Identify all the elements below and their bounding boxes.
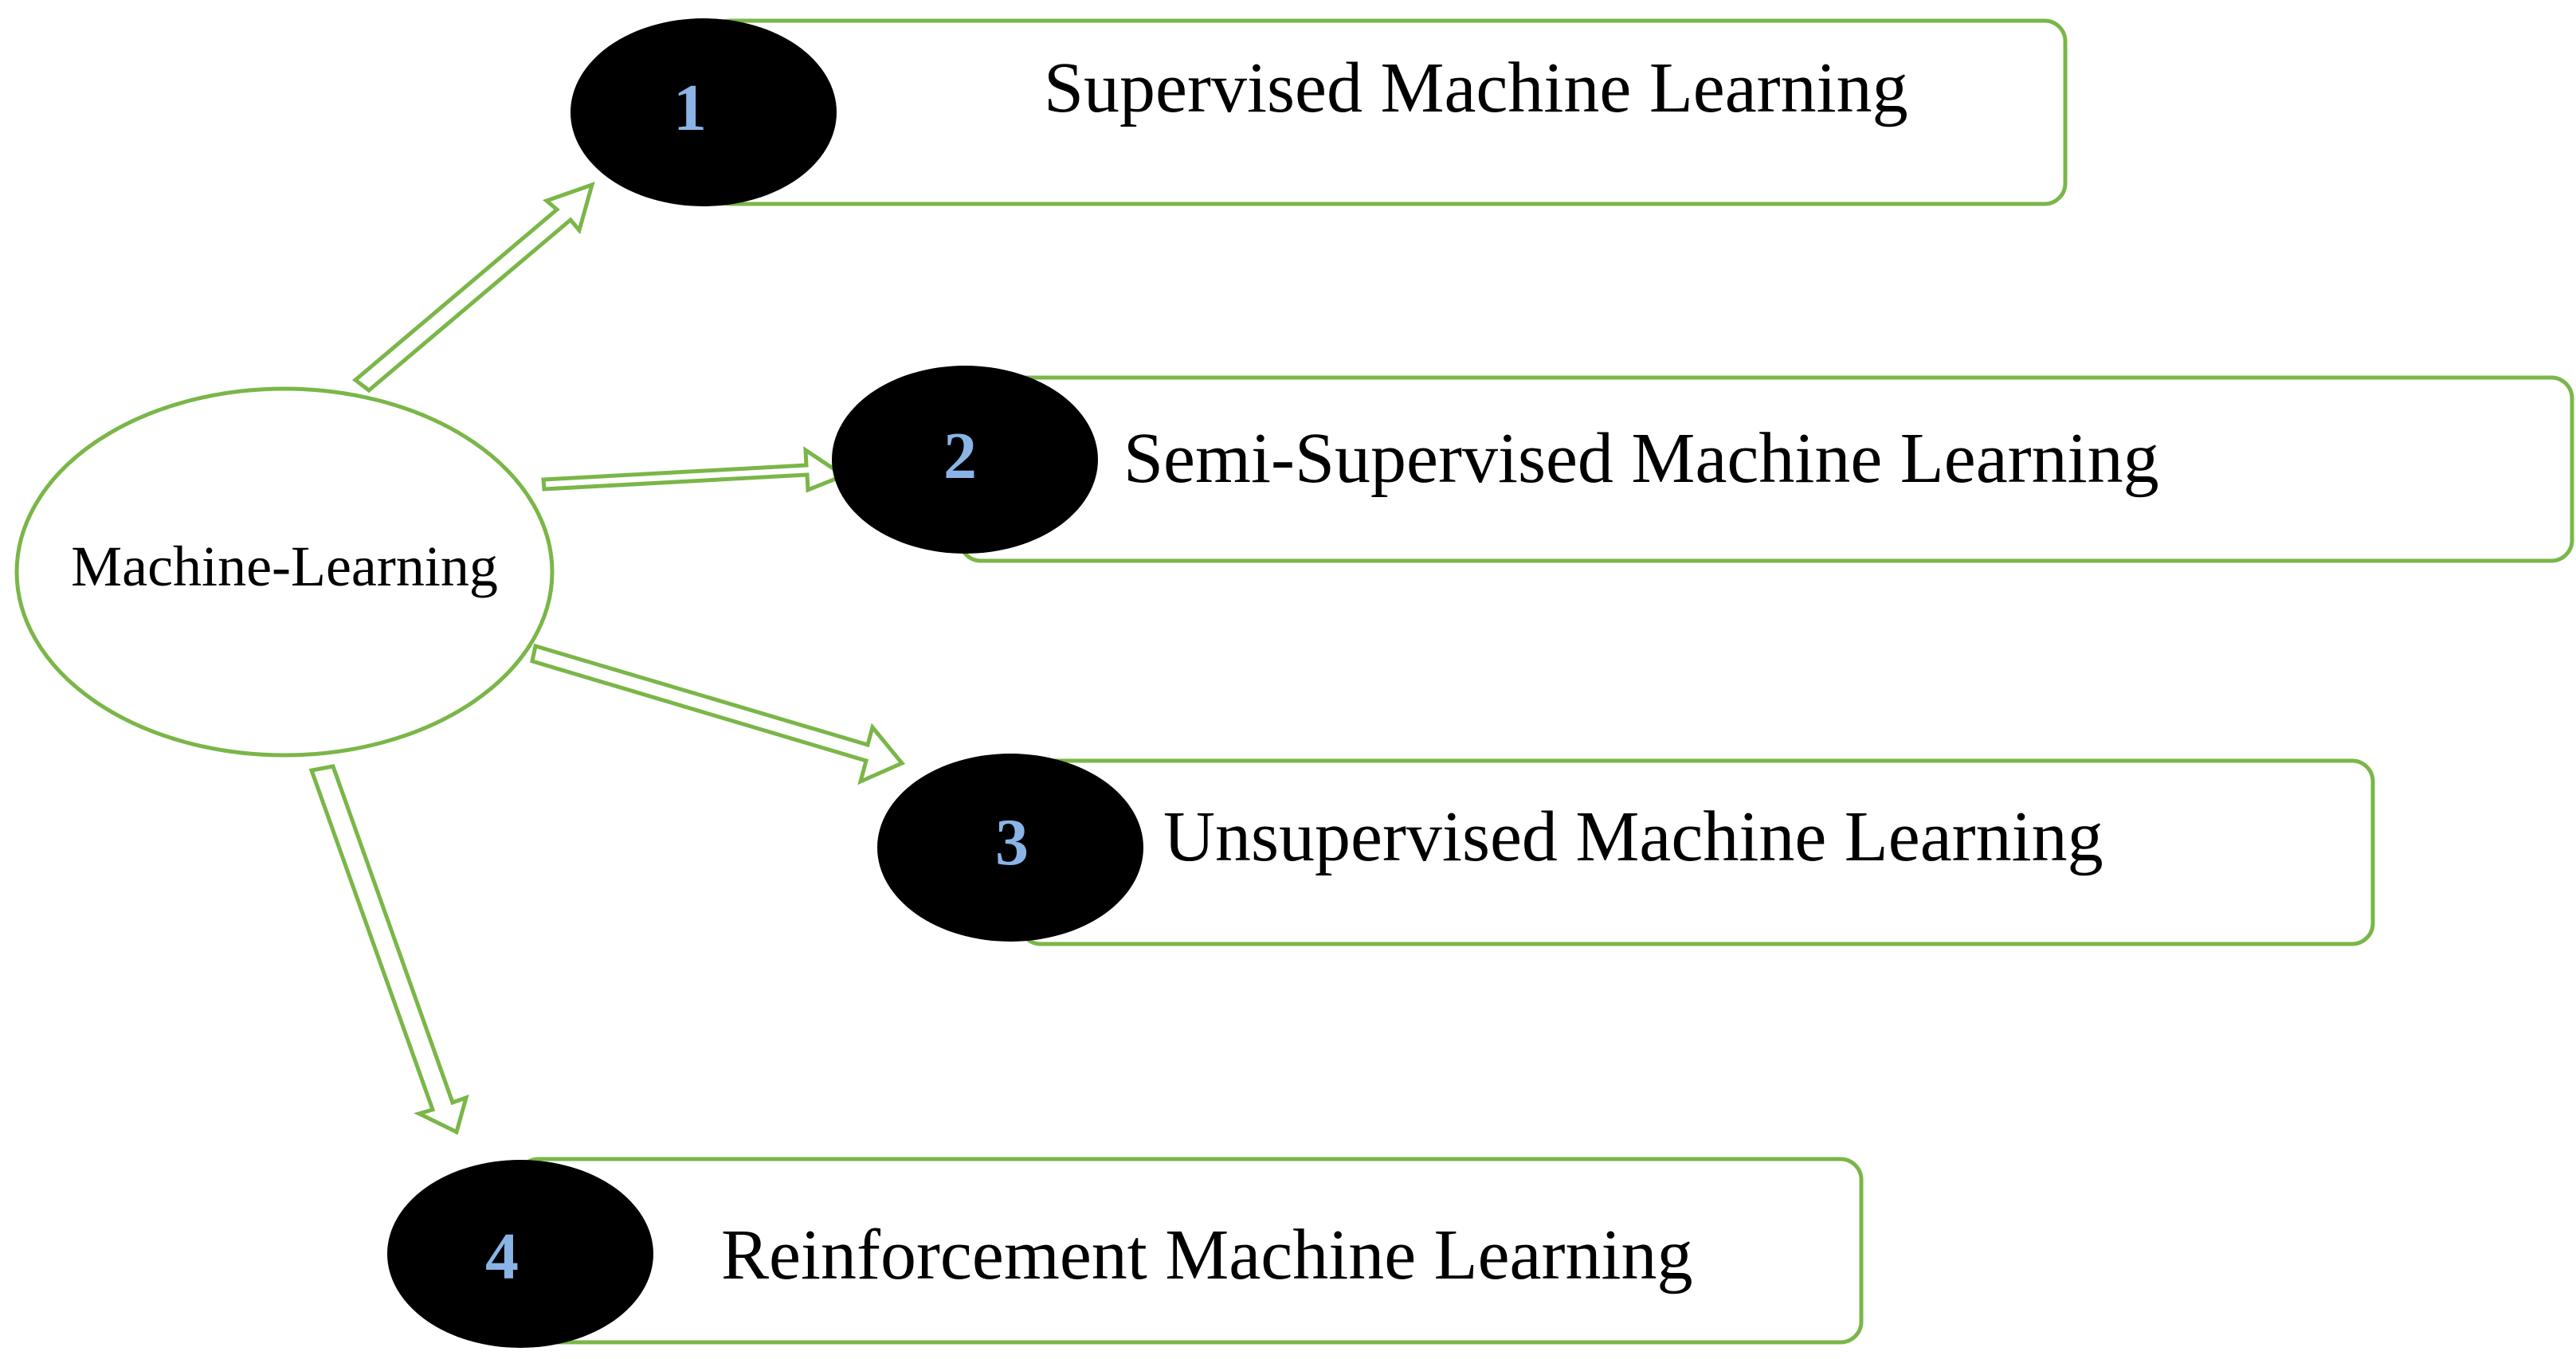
item-1-label: Supervised Machine Learning	[1044, 49, 1908, 127]
item-4-badge	[387, 1160, 653, 1348]
item-2-label: Semi-Supervised Machine Learning	[1123, 419, 2159, 498]
center-ellipse	[14, 386, 555, 758]
item-1-badge	[570, 18, 837, 206]
item-2-number: 2	[943, 419, 977, 493]
item-3-label: Unsupervised Machine Learning	[1163, 797, 2104, 876]
item-3-badge	[877, 754, 1143, 942]
item-4-number: 4	[485, 1220, 519, 1294]
item-4: 4 Reinforcement Machine Learning	[387, 1157, 1864, 1348]
item-4-label: Reinforcement Machine Learning	[721, 1216, 1692, 1294]
item-1: 1 Supervised Machine Learning	[570, 18, 2068, 206]
item-3-number: 3	[995, 805, 1029, 879]
item-2-badge	[832, 366, 1098, 554]
arrows-group	[308, 182, 906, 1135]
item-1-number: 1	[673, 71, 707, 145]
center-node: Machine-Learning	[14, 386, 555, 758]
item-2: 2 Semi-Supervised Machine Learning	[832, 366, 2574, 563]
arrow-to-item-2	[541, 446, 849, 493]
arrow-to-item-4	[308, 764, 469, 1135]
arrow-to-item-1	[352, 182, 595, 394]
item-3: 3 Unsupervised Machine Learning	[877, 754, 2375, 946]
arrow-to-item-3	[530, 643, 906, 785]
items-group: 1 Supervised Machine Learning 2 Semi-Sup…	[387, 18, 2574, 1348]
center-label: Machine-Learning	[71, 535, 498, 598]
